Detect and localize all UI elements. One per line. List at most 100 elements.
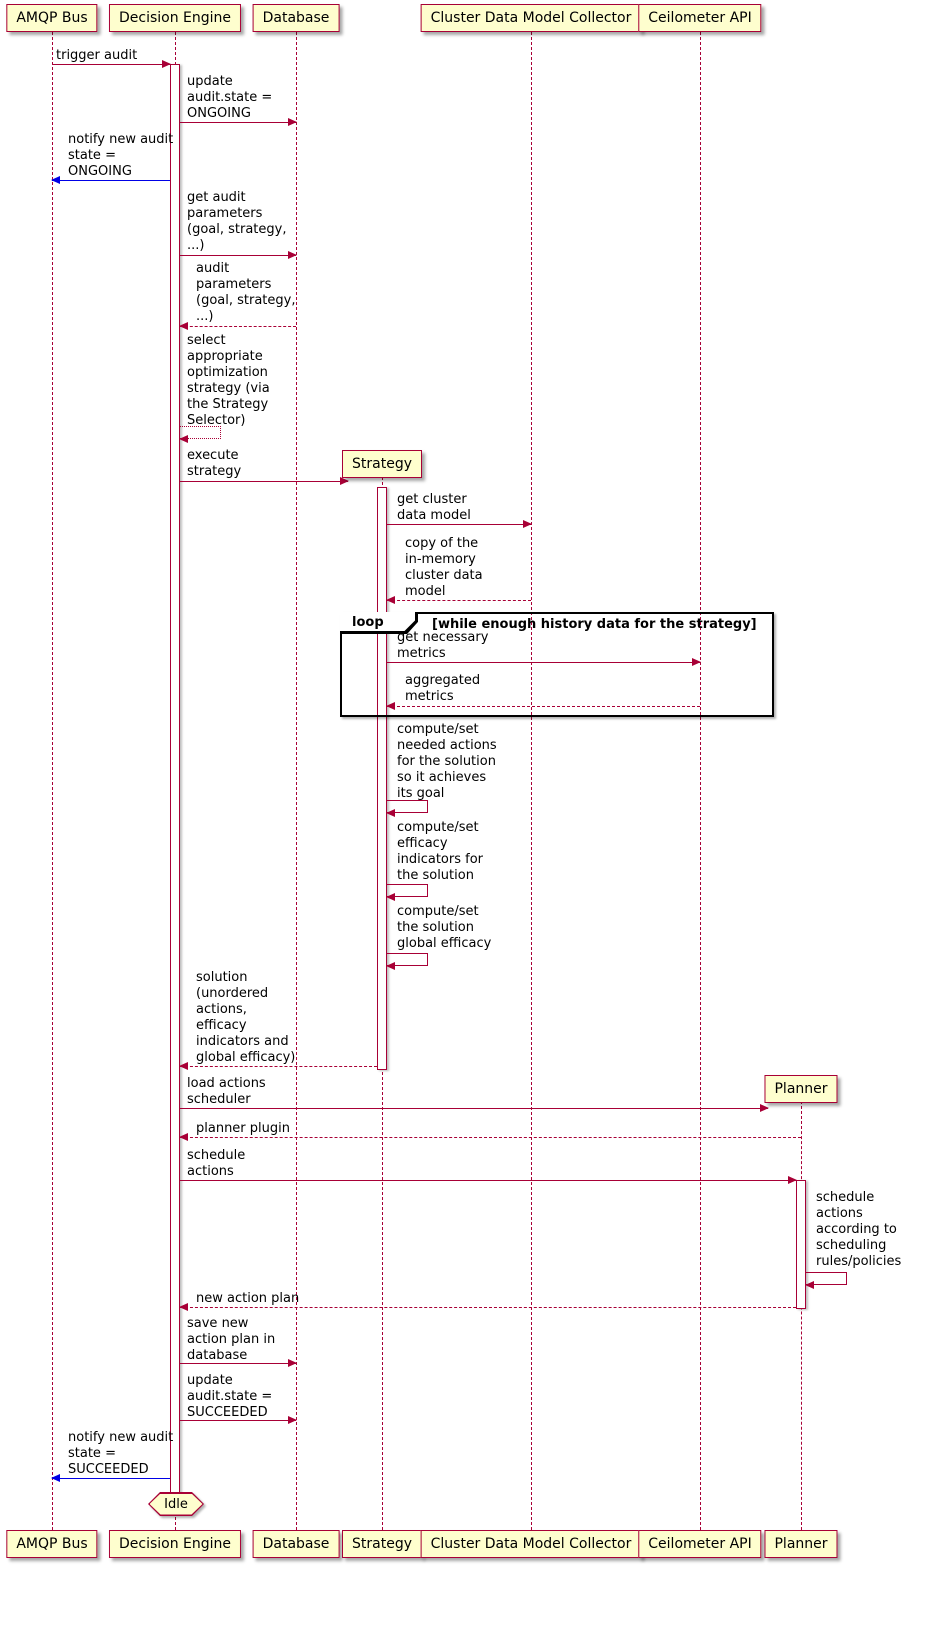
- loop-tab: [340, 612, 418, 634]
- arrowhead-left-icon: [805, 1281, 814, 1289]
- arrow-audit-parameters-return: [179, 322, 296, 330]
- arrow-copy-cluster-data-model: [386, 596, 531, 604]
- participant-strategy-bottom: Strategy: [342, 1530, 422, 1558]
- arrow-get-necessary-metrics: [387, 658, 701, 666]
- participant-label: Database: [262, 10, 330, 26]
- arrow-notify-ongoing: [51, 176, 170, 184]
- message-label-save-action-plan: save new action plan in database: [187, 1316, 276, 1363]
- participant-strategy-created: Strategy: [342, 450, 422, 478]
- participant-database-bottom: Database: [252, 1530, 340, 1558]
- participant-ceilometer-bottom: Ceilometer API: [638, 1530, 762, 1558]
- participant-amqp-bus-bottom: AMQP Bus: [6, 1530, 98, 1558]
- activation-decision-engine: [170, 64, 180, 1496]
- arrow-trigger-audit: [52, 60, 171, 68]
- arrowhead-left-icon: [179, 1303, 188, 1311]
- participant-label: Database: [262, 1536, 330, 1552]
- arrowhead-left-icon: [386, 893, 395, 901]
- participant-label: Cluster Data Model Collector: [430, 10, 632, 26]
- arrowhead-left-icon: [51, 1474, 60, 1482]
- message-label-get-audit-parameters: get audit parameters (goal, strategy, ..…: [187, 190, 287, 253]
- message-label-copy-cluster-data-model: copy of the in-memory cluster data model: [405, 536, 483, 599]
- lifeline-database: [296, 32, 297, 1530]
- participant-label: Ceilometer API: [648, 10, 752, 26]
- idle-state: Idle: [148, 1492, 204, 1516]
- message-label-planner-plugin: planner plugin: [196, 1121, 290, 1136]
- arrowhead-left-icon: [179, 435, 188, 443]
- arrowhead-right-icon: [288, 1416, 297, 1424]
- self-arrow-compute-global-efficacy: [386, 953, 428, 970]
- loop-frame: loop [while enough history data for the …: [340, 612, 774, 717]
- arrow-aggregated-metrics: [386, 702, 700, 710]
- activation-strategy: [377, 487, 387, 1070]
- message-label-schedule-according-rules: schedule actions according to scheduling…: [816, 1190, 902, 1269]
- participant-label: Ceilometer API: [648, 1536, 752, 1552]
- message-label-compute-needed-actions: compute/set needed actions for the solut…: [397, 722, 497, 801]
- participant-label: Strategy: [352, 1536, 412, 1552]
- message-label-solution: solution (unordered actions, efficacy in…: [196, 970, 296, 1065]
- arrowhead-left-icon: [386, 702, 395, 710]
- arrowhead-right-icon: [340, 477, 349, 485]
- activation-planner: [796, 1180, 806, 1309]
- arrowhead-right-icon: [692, 658, 701, 666]
- arrowhead-right-icon: [288, 118, 297, 126]
- arrow-save-action-plan: [180, 1359, 297, 1367]
- arrowhead-left-icon: [51, 176, 60, 184]
- message-label-compute-efficacy-indicators: compute/set efficacy indicators for the …: [397, 820, 484, 883]
- message-label-update-ongoing: update audit.state = ONGOING: [187, 74, 273, 121]
- arrowhead-left-icon: [179, 1062, 188, 1070]
- lifeline-ceilometer: [700, 32, 701, 1530]
- message-label-execute-strategy: execute strategy: [187, 448, 242, 479]
- arrow-schedule-actions: [180, 1176, 797, 1184]
- participant-planner-bottom: Planner: [764, 1530, 838, 1558]
- arrowhead-right-icon: [523, 520, 532, 528]
- lifeline-planner: [801, 1101, 802, 1530]
- participant-label: Decision Engine: [118, 10, 232, 26]
- participant-amqp-bus-top: AMQP Bus: [6, 4, 98, 32]
- lifeline-amqp-bus: [52, 32, 53, 1530]
- arrow-notify-succeeded: [51, 1474, 170, 1482]
- message-label-new-action-plan: new action plan: [196, 1291, 300, 1306]
- participant-collector-top: Cluster Data Model Collector: [420, 4, 642, 32]
- message-label-get-necessary-metrics: get necessary metrics: [397, 630, 489, 661]
- arrow-get-audit-parameters: [180, 251, 297, 259]
- arrow-get-cluster-data-model: [387, 520, 532, 528]
- loop-condition: [while enough history data for the strat…: [432, 617, 757, 632]
- arrowhead-right-icon: [788, 1176, 797, 1184]
- lifeline-collector: [531, 32, 532, 1530]
- participant-label: Planner: [774, 1536, 828, 1552]
- self-arrow-compute-efficacy-indicators: [386, 884, 428, 901]
- message-label-audit-parameters: audit parameters (goal, strategy, ...): [196, 261, 296, 324]
- message-label-select-strategy: select appropriate optimization strategy…: [187, 333, 270, 428]
- participant-label: Decision Engine: [118, 1536, 232, 1552]
- participant-database-top: Database: [252, 4, 340, 32]
- participant-ceilometer-top: Ceilometer API: [638, 4, 762, 32]
- arrow-update-ongoing: [180, 118, 297, 126]
- participant-planner-created: Planner: [764, 1075, 838, 1103]
- arrow-planner-plugin: [179, 1133, 801, 1141]
- arrowhead-right-icon: [288, 1359, 297, 1367]
- self-arrow-compute-needed-actions: [386, 800, 428, 817]
- message-label-notify-ongoing: notify new audit state = ONGOING: [68, 132, 174, 179]
- message-label-trigger-audit: trigger audit: [56, 48, 138, 63]
- arrowhead-left-icon: [386, 596, 395, 604]
- participant-label: Strategy: [352, 456, 412, 472]
- arrowhead-right-icon: [288, 251, 297, 259]
- message-label-load-actions-scheduler: load actions scheduler: [187, 1076, 266, 1107]
- idle-state-label: Idle: [164, 1496, 188, 1512]
- message-label-schedule-actions: schedule actions: [187, 1148, 246, 1179]
- participant-label: Cluster Data Model Collector: [430, 1536, 632, 1552]
- arrowhead-left-icon: [179, 1133, 188, 1141]
- arrow-load-actions-scheduler: [180, 1104, 769, 1112]
- arrow-solution: [179, 1062, 377, 1070]
- message-label-update-succeeded: update audit.state = SUCCEEDED: [187, 1373, 273, 1420]
- participant-label: AMQP Bus: [16, 10, 88, 26]
- message-label-aggregated-metrics: aggregated metrics: [405, 673, 481, 704]
- arrow-new-action-plan: [179, 1303, 796, 1311]
- arrow-update-succeeded: [180, 1416, 297, 1424]
- participant-decision-engine-top: Decision Engine: [108, 4, 242, 32]
- message-label-get-cluster-data-model: get cluster data model: [397, 492, 471, 523]
- arrowhead-right-icon: [760, 1104, 769, 1112]
- loop-label: loop: [352, 615, 384, 630]
- message-label-compute-global-efficacy: compute/set the solution global efficacy: [397, 904, 492, 951]
